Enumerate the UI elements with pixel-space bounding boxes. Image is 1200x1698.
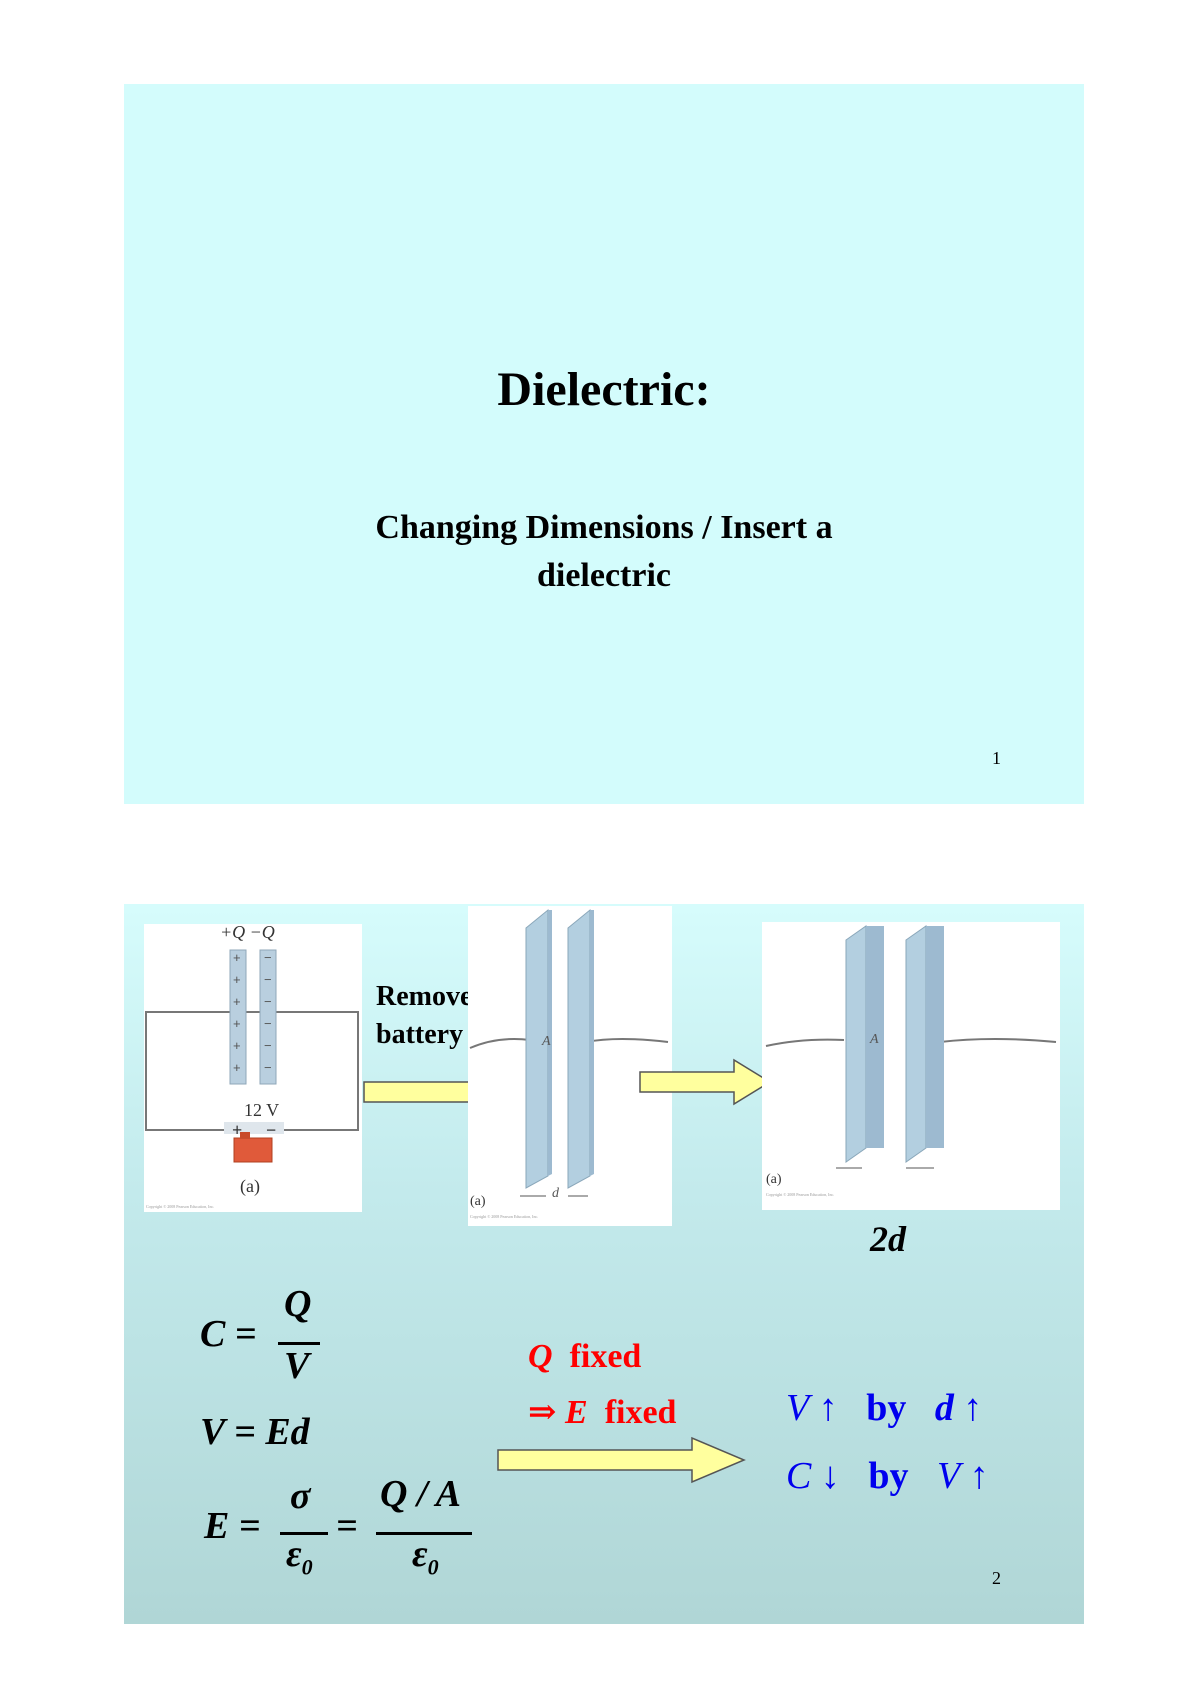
fraction-bar [278,1342,320,1345]
slide-title: Dielectric: [497,363,711,416]
capacitance-decrease-row: C ↓ by V ↑ [786,1454,989,1498]
positive-charge-label: +Q [220,922,246,942]
implies-icon: ⇒ [528,1394,557,1431]
fixed-word: fixed [604,1394,677,1431]
voltage-equation: V = Ed [200,1411,310,1453]
field-denominator-eps: ε0 [286,1532,313,1581]
battery-minus-label: − [266,1120,277,1140]
svg-text:−: − [264,950,272,965]
subtitle-line-2: dielectric [536,557,672,594]
svg-text:−: − [264,972,272,987]
svg-text:−: − [264,994,272,1009]
capacitance-symbol: C [786,1455,812,1497]
remove-battery-line-1: Remove [376,981,473,1012]
fraction-bar [376,1532,472,1535]
svg-text:+: + [233,1038,241,1053]
copyright-text: Copyright © 2008 Pearson Education, Inc. [146,1204,215,1209]
area-label: A [870,1032,879,1047]
voltage-symbol: V [786,1387,810,1429]
epsilon-subscript: 0 [427,1554,439,1580]
figure-plates-gap-2d: A (a) Copyright © 2008 Pearson Education… [762,922,1060,1210]
subtitle-line-1: Changing Dimensions / Insert a [375,509,833,546]
svg-text:+: + [233,972,241,987]
right-arrow-icon [639,1058,772,1106]
distance-symbol: d [934,1387,954,1429]
charge-fixed-text: Q fixed [528,1338,641,1376]
parallel-plates-wide-diagram [765,925,1057,1169]
slide-1: Dielectric: Changing Dimensions / Insert… [124,84,1084,804]
gap-label: d [552,1186,559,1201]
gap-doubled-label: 2d [870,1219,906,1259]
figure-plates-gap-d: A d (a) Copyright © 2008 Pearson Educati… [468,906,672,1226]
fixed-word: fixed [569,1338,642,1375]
by-word: by [866,1387,907,1429]
field-symbol: E [565,1394,588,1431]
svg-text:−: − [264,1016,272,1031]
copyright-text: Copyright © 2008 Pearson Education, Inc. [766,1192,835,1197]
parallel-plates-diagram [469,908,669,1197]
svg-text:−: − [264,1060,272,1075]
svg-text:+: + [233,1060,241,1075]
arrow-up-icon: ↑ [963,1387,983,1429]
capacitance-lhs: C = [200,1313,257,1355]
epsilon-subscript: 0 [301,1554,313,1580]
page-number: 2 [992,1568,1001,1588]
negative-charge-label: −Q [249,922,275,942]
voltage-label: 12 V [240,1100,284,1121]
copyright-text: Copyright © 2008 Pearson Education, Inc. [470,1214,539,1219]
slide-2: + + + + + + − − − − − − +Q −Q 12 V + − (a) Copyr… [124,904,1084,1624]
field-numerator-sigma: σ [290,1475,311,1517]
remove-battery-label: Remove battery [376,978,472,1054]
epsilon-symbol: ε [412,1533,428,1575]
voltage-increase-row: V ↑ by d ↑ [786,1386,982,1430]
svg-text:−: − [264,1038,272,1053]
fraction-bar [280,1532,328,1535]
voltage-symbol: V [937,1455,961,1497]
capacitance-denominator: V [284,1345,310,1387]
arrow-up-icon: ↑ [818,1387,838,1429]
field-fixed-text: ⇒ E fixed [528,1392,676,1432]
by-word: by [868,1455,909,1497]
page-number: 1 [992,748,1001,768]
remove-battery-line-2: battery [376,1019,464,1050]
arrow-up-icon: ↑ [969,1455,989,1497]
svg-text:+: + [233,994,241,1009]
charge-symbol: Q [528,1338,553,1375]
right-arrow-icon [497,1436,746,1484]
figure-label: (a) [470,1194,486,1209]
field-equals: = [336,1505,358,1547]
capacitance-numerator: Q [284,1283,312,1325]
capacitor-battery-diagram: + + + + + + − − − − − − [145,949,359,1163]
figure-capacitor-with-battery: + + + + + + − − − − − − +Q −Q 12 V + − (a) Copyr… [144,922,362,1212]
figure-label: (a) [240,1176,260,1196]
battery-plus-label: + [232,1120,243,1140]
svg-text:+: + [233,950,241,965]
field-lhs: E = [204,1505,261,1547]
area-label: A [542,1034,551,1049]
slide-subtitle: Changing Dimensions / Insert a dielectri… [264,504,944,600]
svg-text:+: + [233,1016,241,1031]
field-numerator-qa: Q / A [380,1473,461,1515]
epsilon-symbol: ε [286,1533,302,1575]
field-denominator-eps-2: ε0 [412,1532,439,1581]
figure-label: (a) [766,1172,782,1187]
arrow-down-icon: ↓ [820,1455,840,1497]
